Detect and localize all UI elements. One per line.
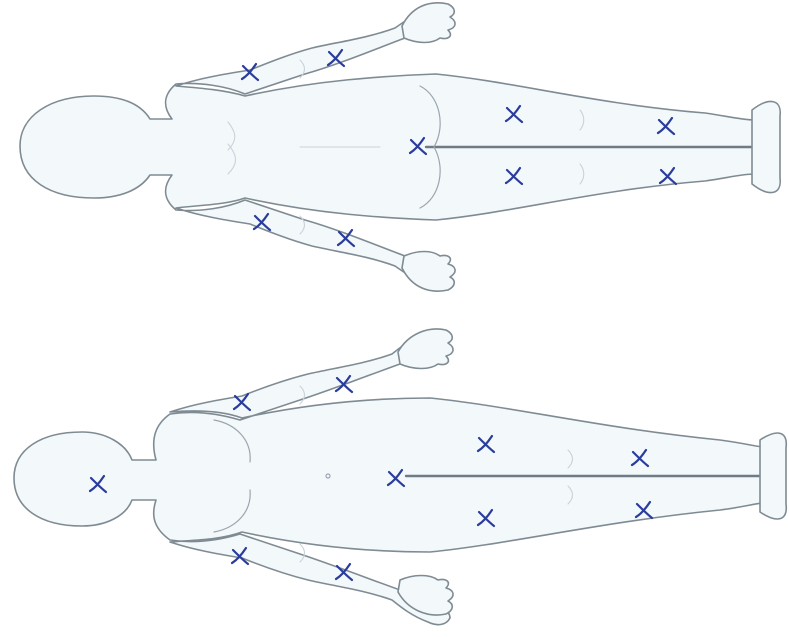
feet-back	[752, 101, 780, 192]
feet-front	[760, 433, 786, 519]
hand-right-back	[402, 252, 455, 292]
hand-left-front	[398, 329, 453, 369]
body-figure-front	[14, 329, 786, 625]
hand-left-back	[402, 3, 455, 43]
body-figure-back	[20, 3, 780, 291]
